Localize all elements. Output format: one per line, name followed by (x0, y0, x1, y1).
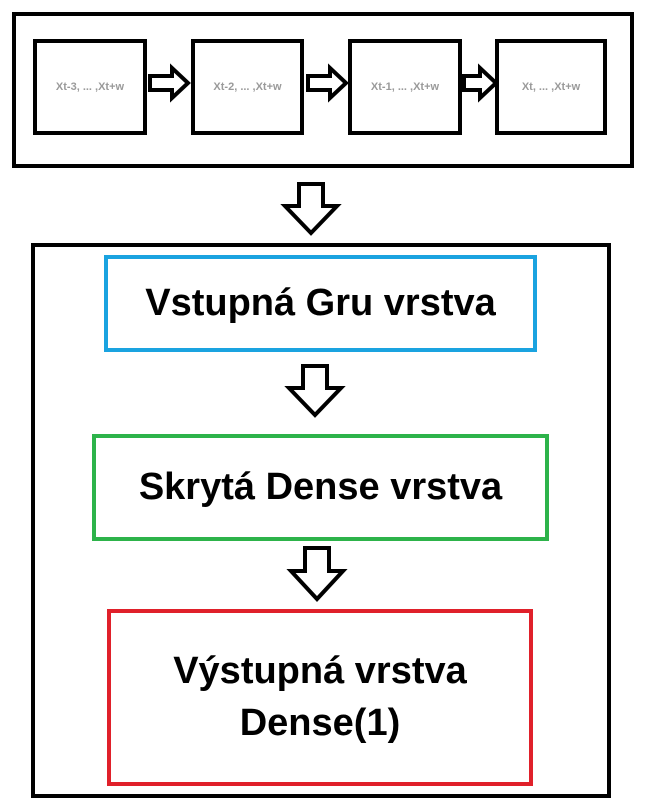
down-arrow-icon (284, 364, 346, 418)
sequence-step-label: Xt-2, ... ,Xt+w (213, 81, 282, 93)
right-arrow-icon (148, 63, 191, 103)
right-arrow-icon (306, 63, 349, 103)
down-arrow-icon (286, 546, 348, 602)
sequence-step-2: Xt-2, ... ,Xt+w (191, 39, 304, 135)
sequence-step-4: Xt, ... ,Xt+w (495, 39, 607, 135)
input-gru-layer-label: Vstupná Gru vrstva (145, 281, 496, 324)
output-layer-subtitle: Dense(1) (239, 701, 401, 744)
sequence-step-3: Xt-1, ... ,Xt+w (348, 39, 462, 135)
input-gru-layer: Vstupná Gru vrstva (104, 255, 537, 352)
sequence-step-1: Xt-3, ... ,Xt+w (33, 39, 147, 135)
input-sequence-container (12, 12, 634, 168)
sequence-step-label: Xt, ... ,Xt+w (521, 81, 581, 93)
hidden-dense-layer: Skrytá Dense vrstva (92, 434, 549, 541)
output-layer-title: Výstupná vrstva (173, 650, 467, 693)
model-container (31, 243, 611, 798)
sequence-step-label: Xt-1, ... ,Xt+w (370, 81, 440, 93)
hidden-dense-layer-label: Skrytá Dense vrstva (138, 465, 503, 508)
sequence-step-label: Xt-3, ... ,Xt+w (55, 81, 125, 93)
right-arrow-icon (462, 63, 499, 103)
output-dense-layer: Výstupná vrstva Dense(1) (107, 609, 533, 786)
down-arrow-icon (280, 182, 342, 236)
